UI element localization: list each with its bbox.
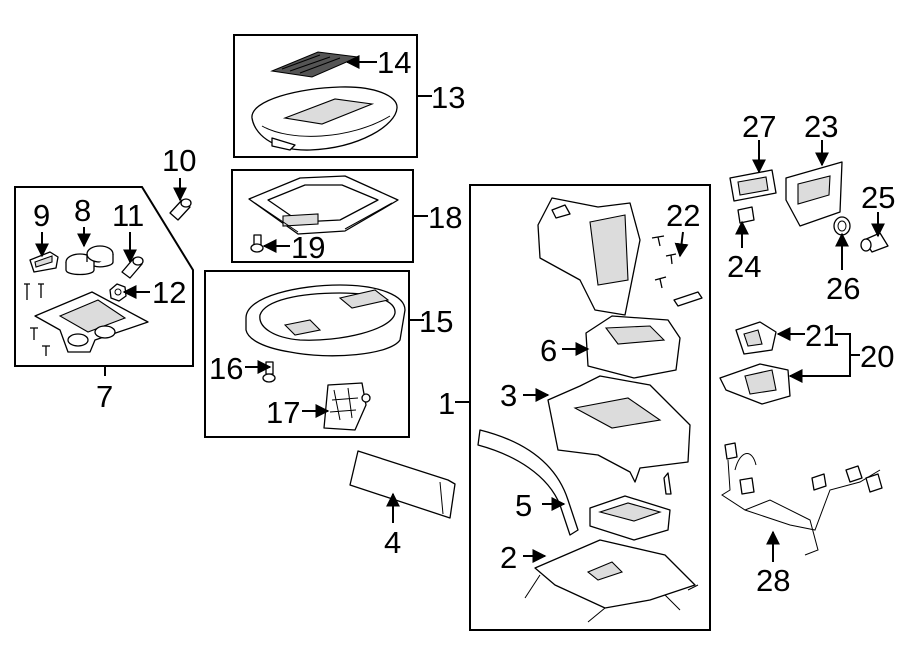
callout-17: 17 [266, 395, 300, 430]
callout-18: 18 [428, 200, 462, 235]
part-25-plug [860, 232, 889, 253]
callout-14: 14 [377, 45, 411, 80]
part-6-bin-insert [585, 315, 681, 379]
part-26-socket [833, 216, 851, 236]
part-1-wiring-module [589, 472, 672, 541]
callout-22: 22 [666, 198, 700, 233]
part-21-bracket [735, 321, 777, 355]
callout-9: 9 [33, 198, 50, 233]
part-8-cup-insert [65, 245, 114, 276]
callout-19: 19 [291, 230, 325, 265]
part-9-clip [29, 251, 59, 273]
callout-2: 2 [500, 540, 517, 575]
part-18-lid-frame [248, 175, 399, 235]
leader-lines [35, 55, 885, 563]
box-lid-frame-18 [231, 169, 414, 263]
part-16-bolt [262, 361, 276, 383]
callout-6: 6 [540, 333, 557, 368]
part-28-wire-harness [721, 442, 883, 556]
part-13-lid [251, 86, 398, 151]
callout-28: 28 [756, 563, 790, 598]
part-19-screw [250, 234, 264, 253]
callout-3: 3 [500, 378, 517, 413]
part-1-console-front [537, 197, 641, 316]
part-4-trim-panel [349, 450, 456, 519]
callout-20: 20 [860, 339, 894, 374]
part-11-pin [121, 256, 144, 279]
callout-16: 16 [209, 351, 243, 386]
callout-1: 1 [438, 386, 455, 421]
part-7-cupholder-tray [34, 291, 149, 353]
callout-8: 8 [74, 193, 91, 228]
callout-15: 15 [419, 304, 453, 339]
part-3-console-body [547, 375, 691, 483]
callout-4: 4 [384, 525, 401, 560]
callout-12: 12 [152, 275, 186, 310]
part-10-pin [169, 198, 192, 221]
callout-23: 23 [804, 109, 838, 144]
callout-27: 27 [742, 109, 776, 144]
part-7-screws [24, 283, 50, 356]
part-20-bracket [719, 363, 791, 405]
part-15-storage-bin [245, 284, 406, 357]
callout-26: 26 [826, 271, 860, 306]
part-22-fasteners [651, 235, 703, 307]
part-12-nut [109, 283, 127, 302]
box-console-1 [469, 184, 711, 631]
box-cupholder-7 [14, 186, 194, 367]
callout-21: 21 [805, 318, 839, 353]
box-lid-13 [233, 34, 418, 158]
box-bin-15 [204, 270, 410, 438]
callout-24: 24 [727, 249, 761, 284]
callout-11: 11 [112, 198, 144, 233]
callout-labels: 1 2 3 4 5 6 7 8 9 10 11 12 13 14 15 16 1… [33, 45, 895, 598]
part-17-latch [323, 382, 371, 431]
part-23-bezel [785, 161, 843, 227]
callout-10: 10 [162, 143, 196, 178]
part-24-button [737, 206, 755, 224]
part-27-switch [729, 169, 777, 202]
part-2-bracket [524, 539, 699, 623]
callout-13: 13 [431, 80, 465, 115]
callout-5: 5 [515, 488, 532, 523]
callout-25: 25 [861, 180, 895, 215]
part-5-trim-strip [477, 429, 579, 536]
part-14-mat [270, 51, 360, 78]
callout-7: 7 [96, 379, 113, 414]
